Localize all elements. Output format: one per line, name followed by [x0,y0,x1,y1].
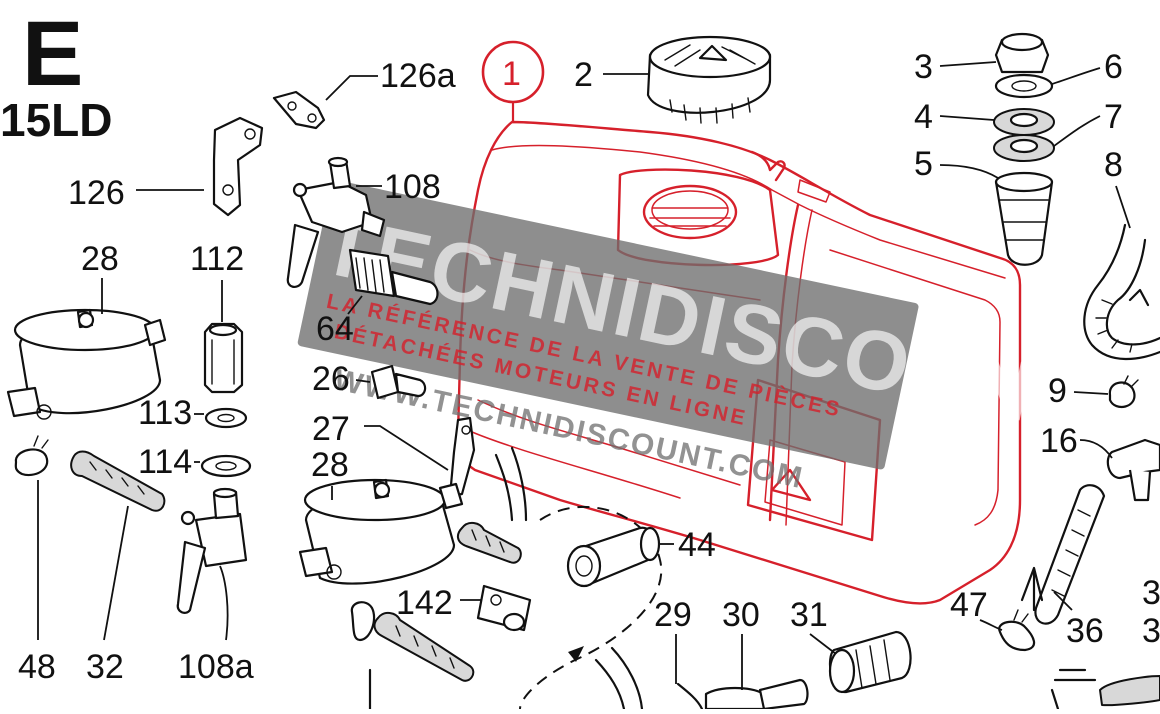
callout-label-36: 36 [1066,612,1104,650]
callout-label-114: 114 [138,443,192,481]
fuel-tap-part-108[interactable] [286,156,386,288]
section-letter: E [22,3,83,105]
grommet-part-4[interactable] [993,108,1055,136]
callout-label-16: 16 [1040,422,1078,460]
callout-label-4: 4 [914,98,933,136]
callout-label-44: 44 [678,526,716,564]
callout-label-6: 6 [1104,48,1123,86]
callout-label-1: 1 [502,55,521,93]
hose-part-29[interactable] [676,682,704,711]
callout-label-32: 32 [86,648,124,686]
callout-label-3-lower: 3 [1142,574,1160,612]
fuel-filter-part-28-lower[interactable] [298,478,464,585]
callout-label-142: 142 [396,584,453,622]
fuel-filter-part-28-upper[interactable] [6,308,167,420]
clamp-part-9[interactable] [1108,375,1139,409]
callout-label-126a: 126a [380,57,456,95]
callout-label-64: 64 [316,310,354,348]
bracket-part-27[interactable] [448,416,476,498]
clamp-part-48[interactable] [14,435,49,477]
routing-arrow [568,646,584,662]
callout-label-126: 126 [68,174,125,212]
strainer-part-31[interactable] [828,630,912,694]
callout-label-112: 112 [190,240,244,278]
callout-label-3-bottom: 3 [1142,612,1160,650]
bracket-part-126a[interactable] [272,90,326,130]
callout-label-2: 2 [574,56,593,94]
washer-part-114[interactable] [200,454,252,478]
callout-label-29: 29 [654,596,692,634]
callout-label-30: 30 [722,596,760,634]
hose-part-32[interactable] [70,450,166,512]
bracket-part-126[interactable] [212,116,264,217]
hose-segment-lower[interactable] [350,601,475,711]
callout-label-8: 8 [1104,146,1123,184]
grommet-part-7[interactable] [993,134,1055,162]
tee-fitting-part-16[interactable] [1106,438,1160,502]
callout-label-26: 26 [312,360,350,398]
clamp-part-47[interactable] [998,609,1036,652]
hose-part-36[interactable] [1020,484,1106,625]
callout-label-108a: 108a [178,648,254,686]
callout-label-7: 7 [1104,98,1123,136]
fuel-tap-part-108a[interactable] [176,487,248,614]
hose-part-8[interactable] [1083,223,1160,361]
fitting-part-64[interactable] [348,248,439,306]
callout-label-27: 27 [312,410,350,448]
callout-label-5: 5 [914,145,933,183]
sleeve-part-44[interactable] [566,526,661,588]
hose-segment-center[interactable] [456,446,528,564]
nut-part-3[interactable] [994,32,1050,74]
filler-cap-part-2[interactable] [646,35,772,124]
clip-part-142[interactable] [476,584,532,632]
callout-label-113: 113 [138,394,192,432]
fitting-part-30[interactable] [704,678,809,711]
routing-line-right [594,646,644,711]
callout-label-48: 48 [18,648,56,686]
callout-label-28-upper: 28 [81,240,119,278]
washer-part-113[interactable] [204,407,248,429]
union-part-112[interactable] [203,322,244,394]
washer-part-6[interactable] [994,73,1054,99]
callout-label-3: 3 [914,48,933,86]
routing-line [519,505,663,710]
callout-label-9: 9 [1048,372,1067,410]
callout-label-28-lower: 28 [311,446,349,484]
engine-model: 15LD [0,94,112,146]
callout-label-108: 108 [384,168,441,206]
callout-1-highlight[interactable]: 1 [481,40,545,122]
hose-bottom-right[interactable] [1050,668,1160,711]
callout-label-47: 47 [950,586,988,624]
callout-label-31: 31 [790,596,828,634]
fitting-part-26[interactable] [370,364,427,400]
vent-cone-part-5[interactable] [994,171,1054,266]
